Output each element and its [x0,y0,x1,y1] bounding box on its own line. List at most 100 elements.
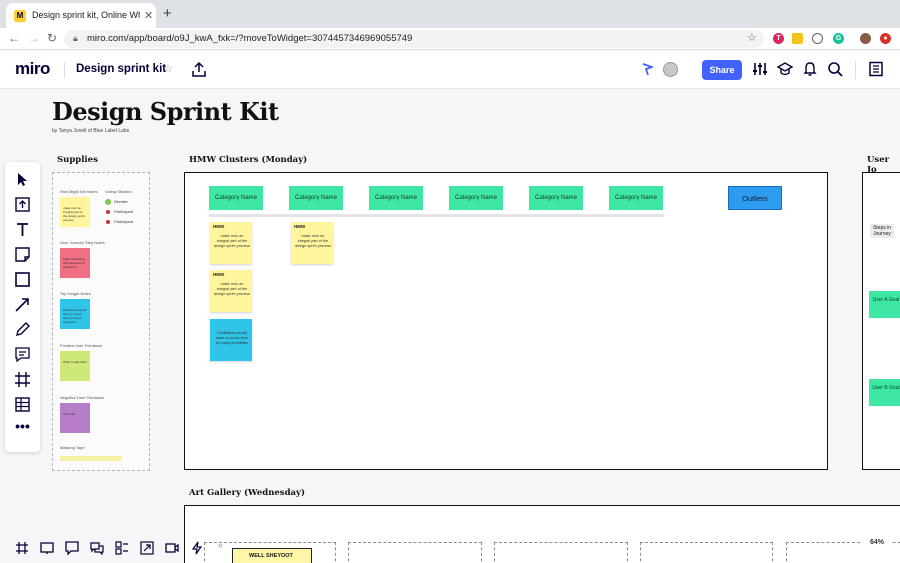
extension-icon[interactable] [792,33,803,44]
insight-sticky-note[interactable]: Facilitators would save so much time by … [210,319,252,361]
more-tools-icon[interactable]: ••• [15,418,30,434]
bookmark-star-icon[interactable]: ☆ [747,32,757,44]
frames-icon[interactable] [15,541,29,555]
collapse-chevron-icon[interactable]: « [218,540,224,550]
sticky-note[interactable]: Not a fan [60,403,90,433]
board-menu-icon[interactable] [868,61,884,77]
gallery-sticky-note[interactable]: WELL SHEYOOT [232,548,312,563]
frame-icon[interactable] [14,371,31,388]
category-card[interactable]: Category Name [609,186,663,210]
left-toolbar: ••• [5,162,40,452]
close-tab-icon[interactable]: ✕ [144,10,154,22]
board-title-text: Design Sprint Kit [52,97,279,126]
new-tab-icon[interactable]: + [163,5,172,22]
miro-logo[interactable]: miro [15,59,50,78]
upload-icon[interactable] [192,62,206,77]
gallery-slot[interactable] [786,542,900,563]
category-card[interactable]: Category Name [289,186,343,210]
back-icon[interactable]: ← [8,31,20,45]
extension-icon[interactable]: ● [880,33,891,44]
upload-template-icon[interactable] [14,196,31,213]
shape-rectangle-icon[interactable] [14,271,31,288]
sticky-note[interactable]: Facilitators would save so much time by … [60,299,90,329]
sticky-note-text: make miro an integral part of the design… [214,234,250,248]
flag-icon[interactable] [641,63,653,76]
video-call-icon[interactable] [165,541,179,555]
sticky-note[interactable]: Start onboarding with designers & facili… [60,248,90,278]
hmw-sticky-note[interactable]: HMW make miro an integral part of the de… [210,270,252,312]
sticky-note-text: make miro an integral part of the design… [63,206,86,222]
gallery-slot[interactable] [640,542,773,563]
hmw-tag: HMW [213,272,225,277]
zoom-level[interactable]: 64% [862,536,892,550]
divider [855,61,856,79]
browser-toolbar: ← → ↻ 🔒︎ miro.com/app/board/o9J_kwA_fxk=… [0,28,900,50]
pen-icon[interactable] [14,321,31,338]
presentation-icon[interactable] [40,541,54,555]
notifications-bell-icon[interactable] [802,61,818,77]
user-a-goal-card[interactable]: User A Goal [869,291,900,318]
pocket-icon[interactable] [812,33,823,44]
category-card[interactable]: Category Name [369,186,423,210]
hmw-tag: HMW [213,224,225,229]
supplies-frame-title[interactable]: Supplies [57,155,98,165]
settings-sliders-icon[interactable] [752,61,768,77]
sticky-note[interactable]: What I really liked [60,351,90,381]
sticky-note-text: make miro an integral part of the design… [295,234,331,248]
table-icon[interactable] [14,396,31,413]
user-b-goal-card[interactable]: User B Goal [869,379,900,406]
participant-sticker[interactable] [106,220,110,224]
gallery-slot[interactable] [204,542,336,563]
negative-feedback-label: Negative User Feedback [60,395,105,400]
text-tool-icon[interactable] [14,221,31,238]
category-card[interactable]: Category Name [449,186,503,210]
category-card[interactable]: Category Name [529,186,583,210]
masking-tape-label: Masking Tape [60,445,85,450]
hmw-sticky-note[interactable]: HMW make miro an integral part of the de… [291,222,333,264]
comment-icon[interactable] [14,346,31,363]
category-card[interactable]: Category Name [209,186,263,210]
user-journey-frame-title[interactable]: User Jo [867,155,890,175]
search-icon[interactable] [827,61,843,77]
sticky-note[interactable]: make miro an integral part of the design… [60,197,90,227]
participant-label: Participant [114,209,133,214]
participant-sticker[interactable] [106,210,110,214]
lock-icon: 🔒︎ [73,33,78,43]
reload-icon[interactable]: ↻ [47,31,58,45]
board-canvas[interactable]: Design Sprint Kit by Tanya Junell of Blu… [0,90,900,563]
extension-icon[interactable]: T [773,33,784,44]
hmw-clusters-frame[interactable] [184,172,828,470]
comments-icon[interactable] [65,541,79,555]
gallery-slot[interactable] [348,542,482,563]
chat-icon[interactable] [90,541,104,555]
gallery-note-text: WELL SHEYOOT [249,553,293,559]
miro-header: miro Design sprint kit ☆ Share [0,51,900,89]
grammarly-icon[interactable]: G [833,33,844,44]
art-gallery-frame-title[interactable]: Art Gallery (Wednesday) [189,488,305,498]
hmw-frame-title[interactable]: HMW Clusters (Monday) [189,155,308,165]
arrow-line-icon[interactable] [14,296,31,313]
participant-label: Participant [114,219,133,224]
learning-hat-icon[interactable] [777,61,793,77]
select-cursor-icon[interactable] [14,171,31,188]
share-button[interactable]: Share [702,60,742,80]
sticky-note-icon[interactable] [14,246,31,263]
cards-icon[interactable] [115,541,129,555]
user-avatar[interactable] [663,62,678,77]
board-name[interactable]: Design sprint kit [76,63,167,75]
gallery-slot[interactable] [494,542,628,563]
steps-label[interactable]: Steps in Journey [870,224,894,238]
masking-tape[interactable] [60,456,122,461]
decider-sticker[interactable] [105,199,111,205]
address-bar[interactable]: 🔒︎ miro.com/app/board/o9J_kwA_fxk=/?move… [64,30,764,48]
outliers-card[interactable]: Outliers [728,186,782,210]
screenshare-icon[interactable] [140,541,154,555]
journey-notes-label: User Journey Step Notes [60,240,105,245]
star-icon[interactable]: ☆ [163,63,173,75]
forward-icon[interactable]: → [28,31,40,45]
hmw-sticky-note[interactable]: HMW make miro an integral part of the de… [210,222,252,264]
user-journey-frame[interactable] [862,172,900,470]
browser-tab[interactable]: M Design sprint kit, Online Whiteboard ✕ [6,3,156,28]
activity-lightning-icon[interactable] [190,541,204,555]
profile-avatar[interactable] [860,33,871,44]
